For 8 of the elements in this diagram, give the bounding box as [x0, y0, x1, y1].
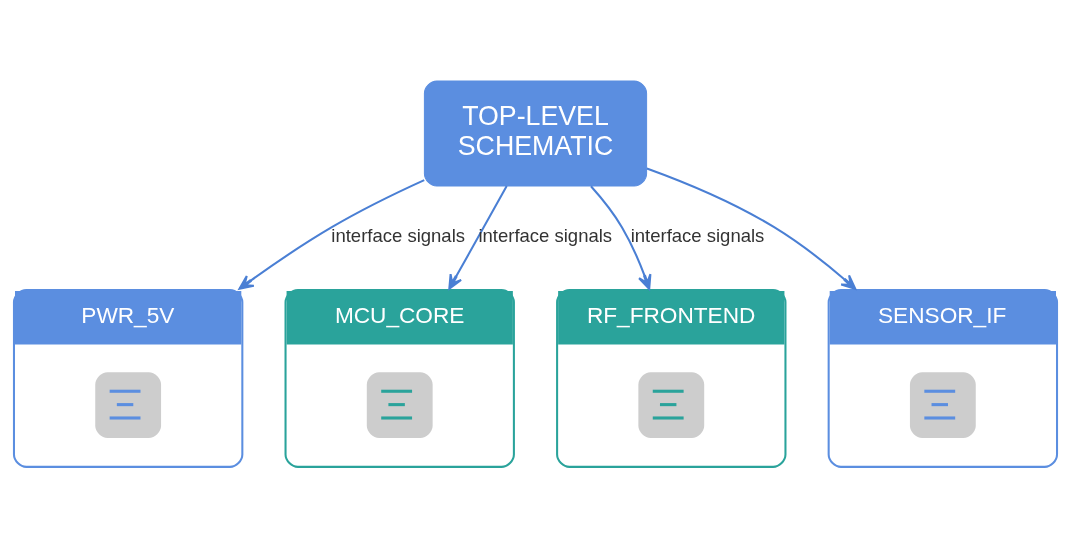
arrow: [590, 185, 652, 290]
arrow: [646, 167, 857, 290]
edge-label: interface signals: [331, 224, 466, 246]
node-box: TOP-LEVEL SCHEMATIC: [423, 80, 648, 187]
edge-label: interface signals: [630, 224, 765, 246]
arrow: [448, 185, 508, 290]
arrow: [238, 179, 425, 290]
edge-label: interface signals: [478, 224, 613, 246]
